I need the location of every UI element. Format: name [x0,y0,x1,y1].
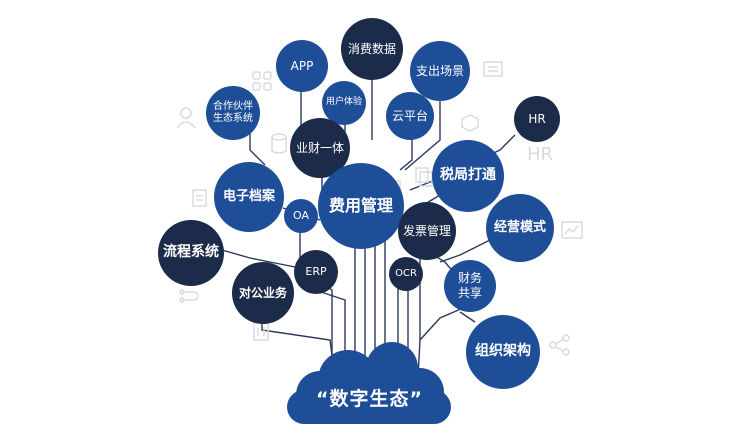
node-caiwu-gongxiang: 财务 共享 [444,260,496,312]
cloud-base [287,390,451,424]
node-fapiao-guanli: 发票管理 [398,202,456,260]
node-xiaofei-shuju: 消费数据 [341,18,403,80]
node-erp: ERP [294,250,338,294]
node-jingying-moshi: 经营模式 [486,194,554,262]
user-icon [176,107,196,129]
tax-stamp-icon [461,114,479,132]
node-feiyong-guanli: 费用管理 [318,163,404,249]
flow-icon [179,289,199,303]
doc-stack-icon [415,167,433,187]
node-yonghu-tiyan: 用户体验 [322,81,366,125]
node-shuiju-datong: 税局打通 [432,140,504,212]
node-yun-pingtai: 云平台 [386,92,434,140]
ghost-hr-label: HR [527,144,553,165]
root-label: “数字生态” [316,388,423,410]
branch-zuzhi [459,311,476,323]
cloud-shape [287,342,451,424]
node-oa: OA [284,199,318,233]
database-icon [271,133,287,154]
node-zuzhi-jiagou: 组织架构 [466,315,540,389]
node-ocr: OCR [389,257,423,291]
ghost-icons [176,61,583,356]
node-hr: HR [514,96,560,142]
branch-jingying [439,239,491,263]
chart-icon [561,221,583,239]
node-app: APP [276,40,328,92]
branch-yun [399,134,413,171]
building-icon [253,322,269,341]
branch-liucheng [221,249,301,269]
share-icon [549,334,570,356]
node-liucheng-xitong: 流程系统 [158,220,224,286]
branch-zhichu [404,95,441,171]
node-duigong-yewu: 对公业务 [232,262,294,324]
node-zhichu-changjing: 支出场景 [410,41,470,101]
receipt-icon [483,61,503,77]
node-hezuo-huoban: 合作伙伴 生态系统 [206,86,260,140]
branch-hezuo [249,128,266,166]
document-icon [192,189,207,207]
node-dianzi-dangan: 电子档案 [214,162,284,232]
grid-icon [252,71,272,91]
